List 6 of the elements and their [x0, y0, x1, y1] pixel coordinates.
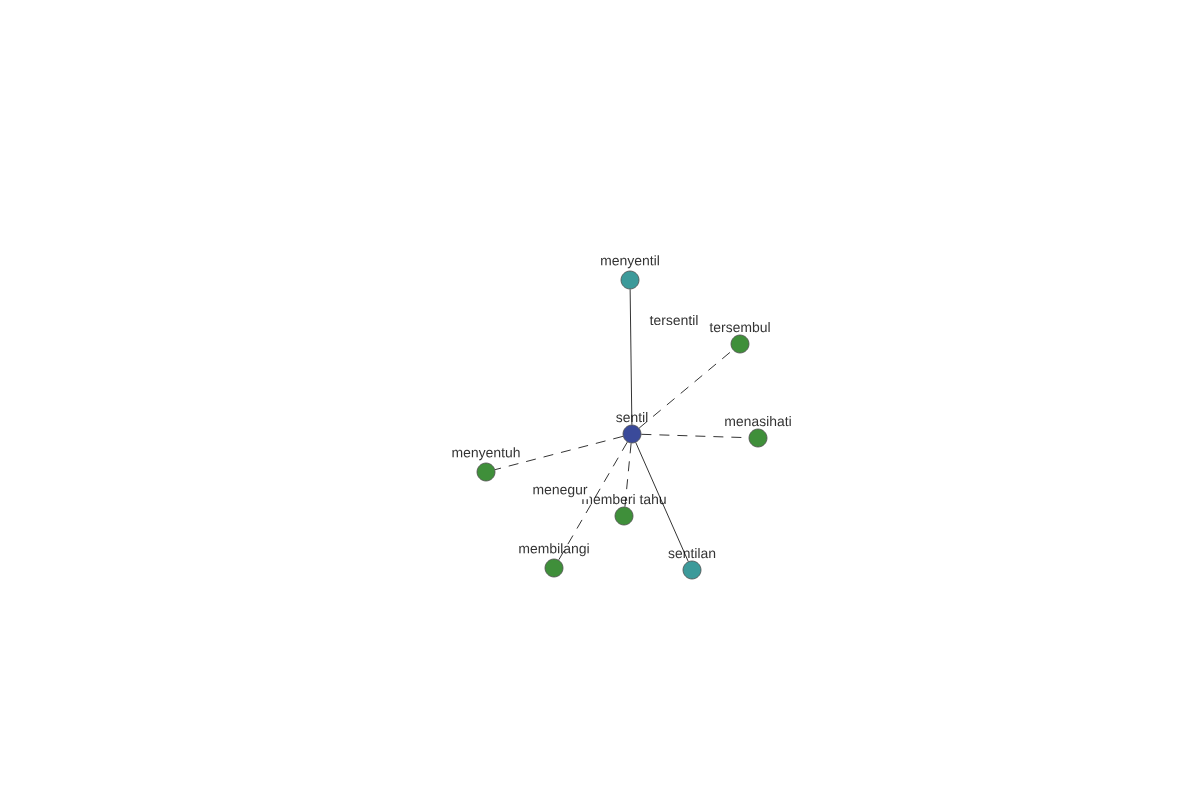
connector-line — [558, 441, 628, 561]
connector-line — [629, 289, 633, 425]
connector-line — [624, 442, 632, 508]
connector-line — [494, 436, 624, 471]
connector-line — [638, 349, 734, 429]
connector-line — [635, 442, 689, 562]
